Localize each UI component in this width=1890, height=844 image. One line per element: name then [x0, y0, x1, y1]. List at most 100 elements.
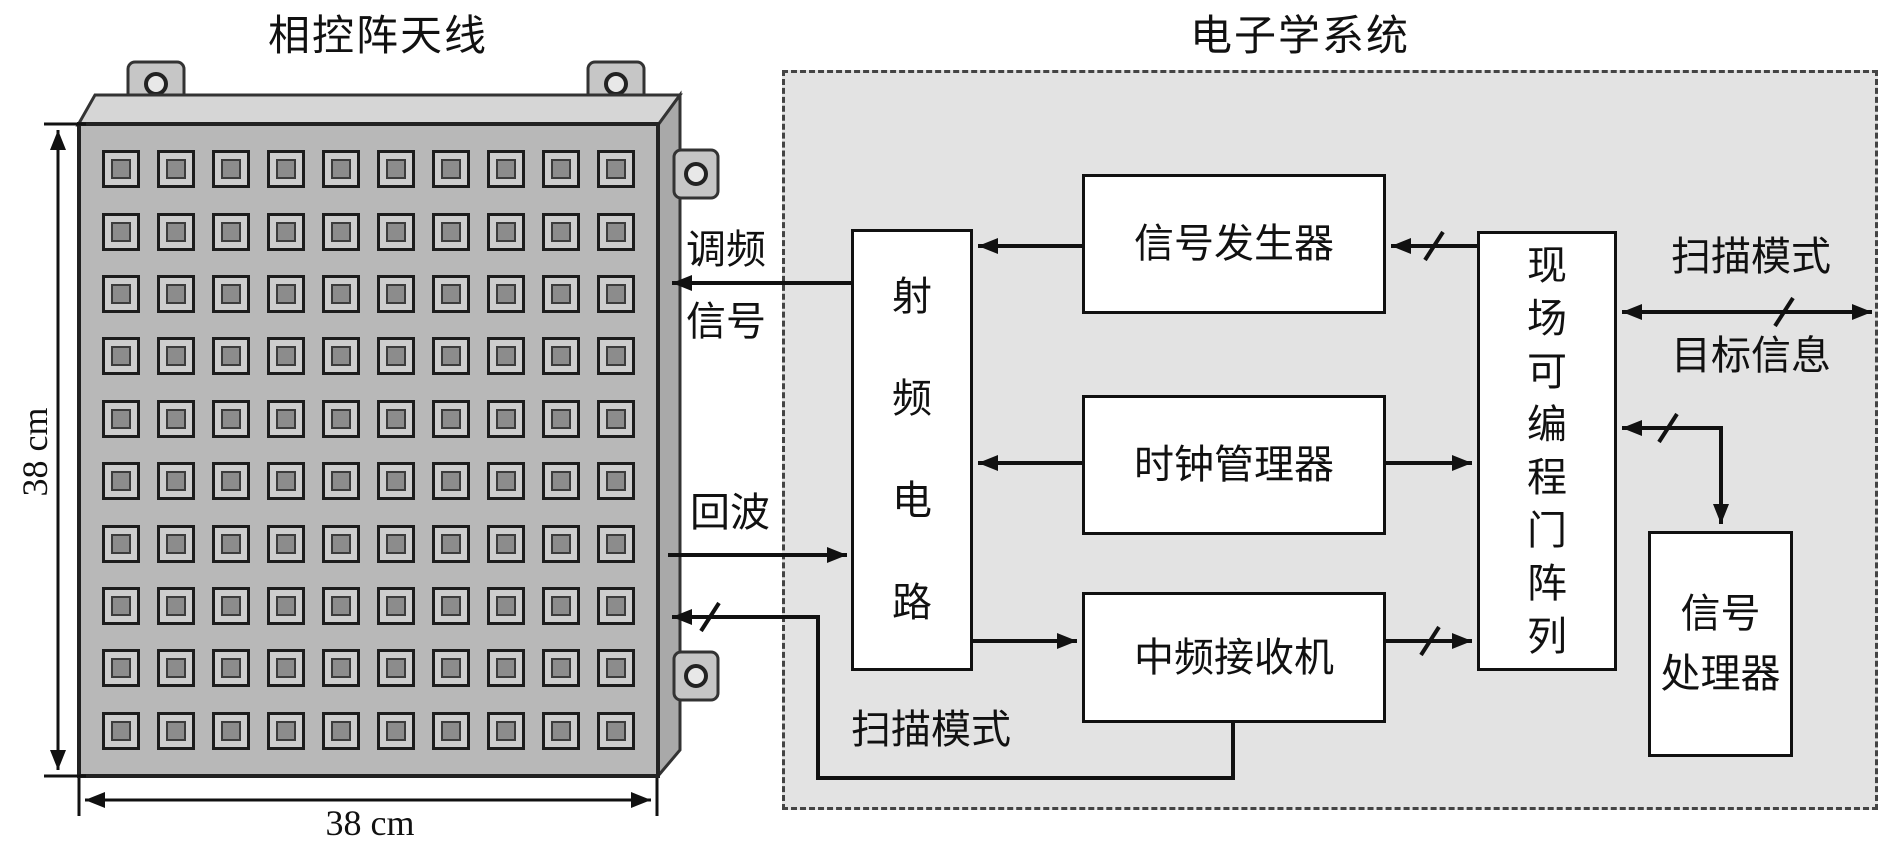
antenna-element	[321, 711, 360, 750]
antenna-element	[211, 212, 250, 251]
antenna-element	[431, 150, 470, 189]
antenna-element	[541, 274, 580, 313]
antenna-element	[266, 524, 305, 563]
antenna-element	[376, 586, 415, 625]
mount-tab-right-top	[672, 148, 720, 200]
antenna-element	[321, 649, 360, 688]
antenna-element	[156, 711, 195, 750]
antenna-element	[431, 212, 470, 251]
fpga-box: 现 场 可 编 程 门 阵 列	[1477, 231, 1617, 671]
antenna-element	[541, 711, 580, 750]
antenna-element	[486, 649, 525, 688]
scan-mode-external-label: 扫描模式	[1671, 234, 1831, 279]
antenna-element	[596, 524, 635, 563]
antenna-element	[541, 649, 580, 688]
signal-processor-box: 信号 处理器	[1648, 531, 1793, 757]
antenna-element	[266, 649, 305, 688]
antenna-element	[266, 399, 305, 438]
antenna-element	[211, 399, 250, 438]
antenna-element	[266, 150, 305, 189]
antenna-element	[376, 150, 415, 189]
antenna-element	[321, 399, 360, 438]
antenna-element	[541, 586, 580, 625]
antenna-element	[541, 399, 580, 438]
if-receiver-box: 中频接收机	[1082, 592, 1386, 723]
antenna-element	[376, 399, 415, 438]
bus-slash-icon	[1773, 296, 1795, 328]
antenna-element	[376, 649, 415, 688]
antenna-element	[431, 586, 470, 625]
bus-slash-icon	[1419, 625, 1441, 657]
antenna-element	[486, 462, 525, 501]
antenna-element	[101, 524, 140, 563]
antenna-element	[101, 212, 140, 251]
antenna-element	[156, 337, 195, 376]
height-dimension-label: 38 cm	[15, 407, 55, 497]
antenna-element	[376, 462, 415, 501]
antenna-element-grid	[93, 138, 643, 762]
antenna-element	[596, 212, 635, 251]
antenna-element	[156, 649, 195, 688]
antenna-element	[541, 212, 580, 251]
antenna-element	[211, 711, 250, 750]
antenna-element	[431, 274, 470, 313]
bus-slash-icon	[699, 601, 721, 633]
antenna-element	[596, 711, 635, 750]
antenna-element	[321, 524, 360, 563]
antenna-element	[376, 524, 415, 563]
antenna-element	[101, 337, 140, 376]
antenna-element	[486, 711, 525, 750]
antenna-element	[266, 462, 305, 501]
antenna-element	[156, 586, 195, 625]
antenna-element	[211, 274, 250, 313]
bolt-hole-icon	[684, 162, 708, 186]
antenna-element	[211, 524, 250, 563]
antenna-element	[266, 274, 305, 313]
antenna-element	[376, 711, 415, 750]
width-dimension-label: 38 cm	[325, 803, 415, 843]
antenna-element	[101, 399, 140, 438]
antenna-element	[596, 150, 635, 189]
antenna-element	[596, 649, 635, 688]
antenna-element	[101, 150, 140, 189]
fm-signal-label: 调频 信号	[686, 227, 766, 344]
antenna-element	[431, 337, 470, 376]
antenna-element	[101, 649, 140, 688]
antenna-top-face	[75, 93, 683, 127]
antenna-element	[321, 274, 360, 313]
antenna-element	[486, 524, 525, 563]
arrow-scan-mode-to-antenna	[672, 609, 1235, 780]
arrow-fpga-to-signal-processor	[1622, 420, 1729, 524]
antenna-element	[486, 399, 525, 438]
antenna-element	[431, 711, 470, 750]
antenna-element	[321, 212, 360, 251]
antenna-element	[376, 274, 415, 313]
antenna-element	[321, 337, 360, 376]
target-info-label: 目标信息	[1671, 333, 1831, 378]
antenna-element	[486, 337, 525, 376]
antenna-element	[266, 711, 305, 750]
antenna-element	[486, 586, 525, 625]
antenna-element	[321, 462, 360, 501]
echo-label: 回波	[690, 490, 770, 535]
antenna-element	[266, 586, 305, 625]
antenna-element	[211, 586, 250, 625]
signal-generator-box: 信号发生器	[1082, 174, 1386, 314]
antenna-element	[541, 337, 580, 376]
antenna-element	[156, 274, 195, 313]
antenna-element	[596, 462, 635, 501]
antenna-element	[211, 649, 250, 688]
antenna-element	[541, 462, 580, 501]
antenna-element	[541, 150, 580, 189]
antenna-element	[596, 586, 635, 625]
antenna-element	[211, 150, 250, 189]
bolt-hole-icon	[684, 664, 708, 688]
antenna-element	[321, 586, 360, 625]
antenna-element	[156, 399, 195, 438]
antenna-element	[156, 462, 195, 501]
antenna-element	[266, 337, 305, 376]
antenna-element	[376, 212, 415, 251]
width-dimension	[77, 778, 659, 816]
bolt-hole-icon	[144, 72, 168, 96]
